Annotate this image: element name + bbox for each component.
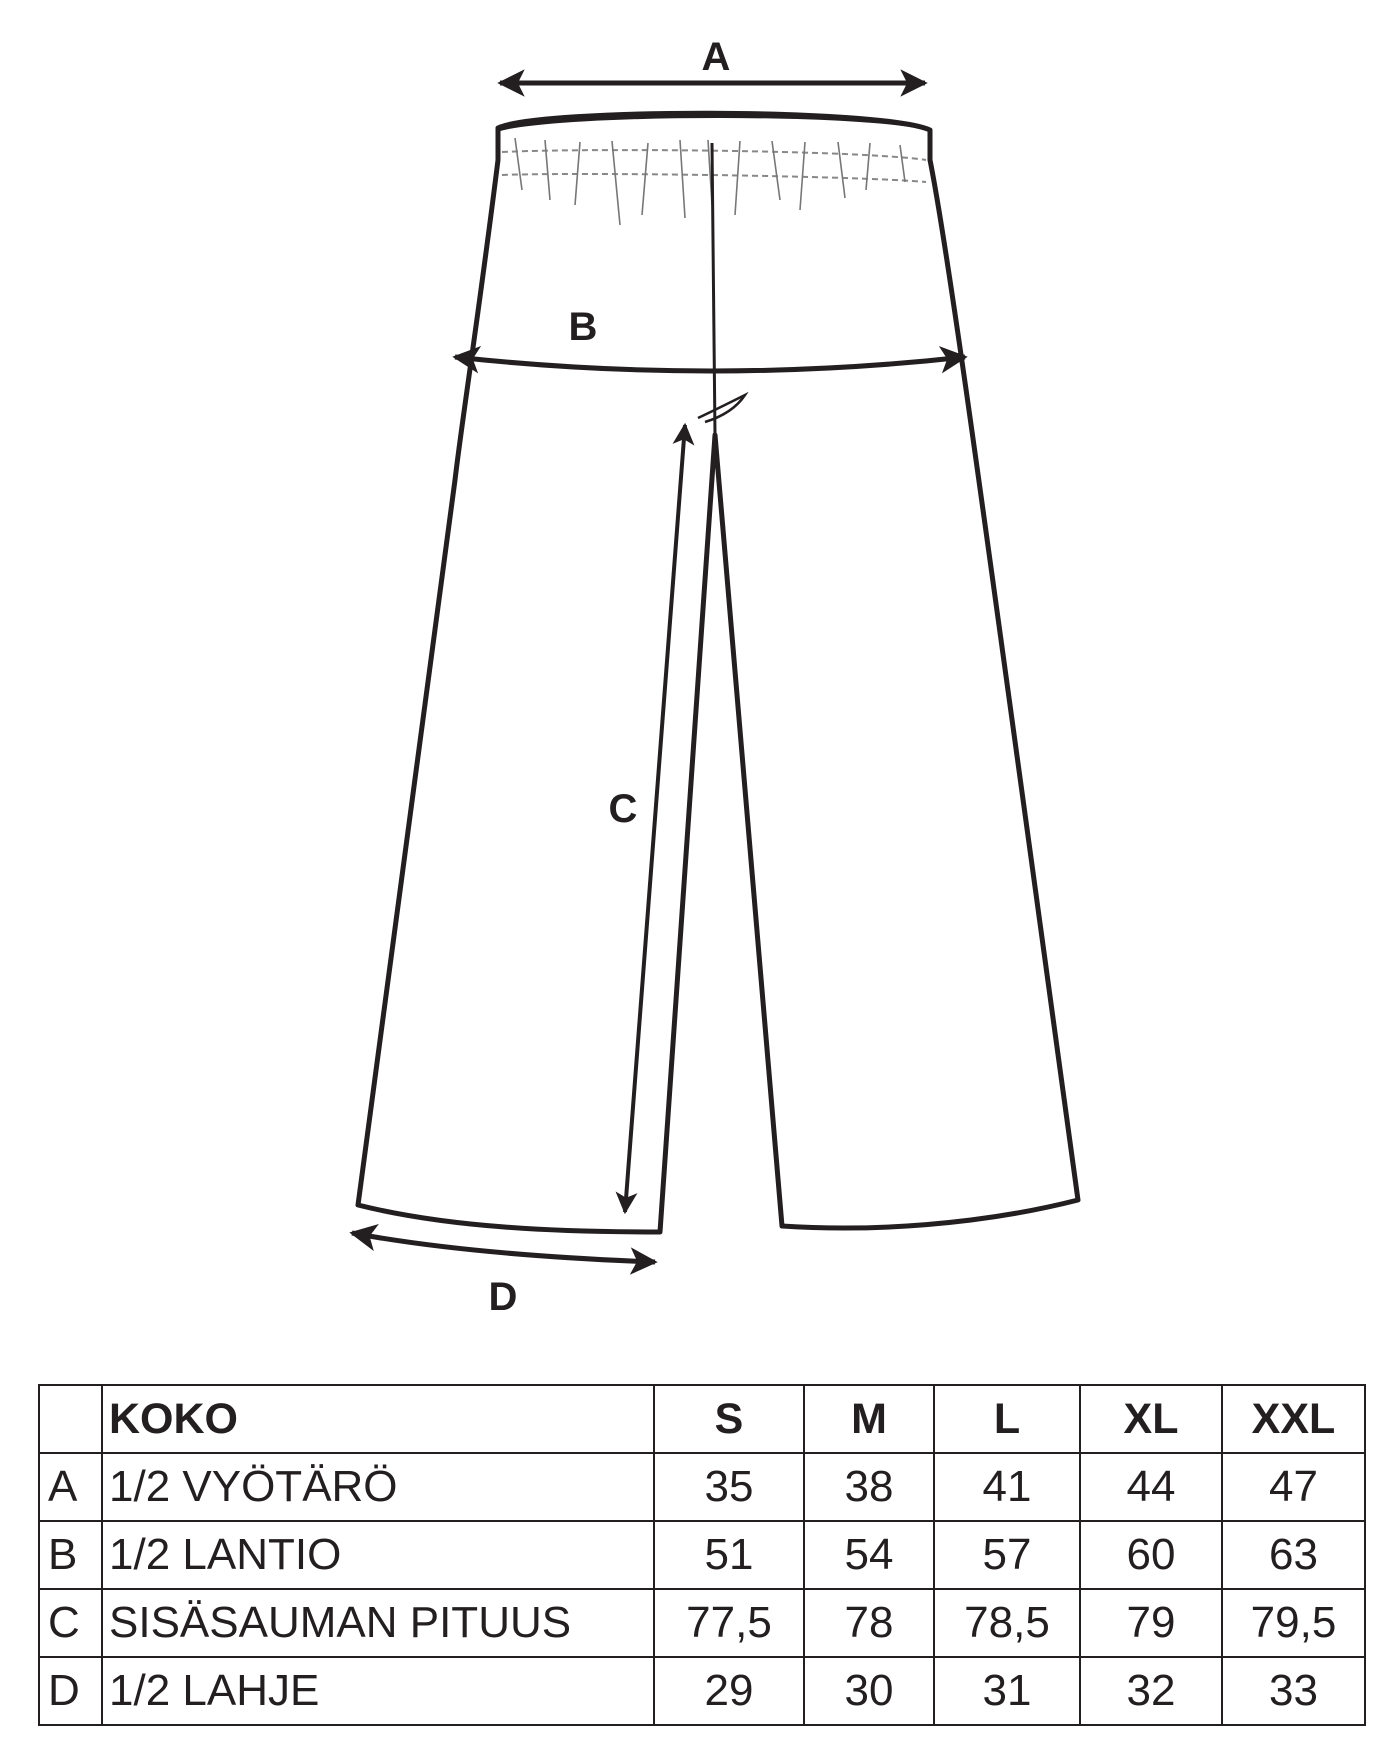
pants-measurement-diagram: A B C D [349, 35, 1081, 1319]
cell-value: 78 [803, 1588, 935, 1658]
size-header-m: M [803, 1384, 935, 1454]
table-row: A 1/2 VYÖTÄRÖ 35 38 41 44 47 [38, 1452, 1366, 1522]
cell-value: 41 [933, 1452, 1081, 1522]
row-label: 1/2 VYÖTÄRÖ [101, 1452, 655, 1522]
cell-value: 29 [653, 1656, 805, 1726]
size-header-s: S [653, 1384, 805, 1454]
measure-d-arrow [349, 1224, 658, 1275]
cell-value: 35 [653, 1452, 805, 1522]
row-label: SISÄSAUMAN PITUUS [101, 1588, 655, 1658]
size-header-l: L [933, 1384, 1081, 1454]
measure-c-arrow [615, 422, 695, 1215]
table-row: B 1/2 LANTIO 51 54 57 60 63 [38, 1520, 1366, 1590]
cell-value: 78,5 [933, 1588, 1081, 1658]
table-header-label: KOKO [101, 1384, 655, 1454]
cell-value: 60 [1079, 1520, 1223, 1590]
measure-a-label: A [702, 35, 731, 79]
cell-value: 79 [1079, 1588, 1223, 1658]
cell-value: 57 [933, 1520, 1081, 1590]
row-code: A [38, 1452, 103, 1522]
cell-value: 79,5 [1221, 1588, 1366, 1658]
row-code: D [38, 1656, 103, 1726]
table-row: D 1/2 LAHJE 29 30 31 32 33 [38, 1656, 1366, 1726]
cell-value: 38 [803, 1452, 935, 1522]
waistband-gathers [514, 137, 906, 226]
measure-b-label: B [569, 305, 598, 349]
measure-d-label: D [489, 1275, 518, 1319]
cell-value: 51 [653, 1520, 805, 1590]
cell-value: 77,5 [653, 1588, 805, 1658]
pants-outline [355, 110, 1081, 1235]
table-header-row: KOKO S M L XL XXL [38, 1384, 1366, 1454]
center-seam [710, 142, 717, 436]
cell-value: 47 [1221, 1452, 1366, 1522]
waistband-stitch-line [501, 149, 927, 161]
row-code: C [38, 1588, 103, 1658]
row-label: 1/2 LAHJE [101, 1656, 655, 1726]
cell-value: 30 [803, 1656, 935, 1726]
waistband-stitch-line [501, 172, 927, 183]
waistband-top-ellipse [497, 115, 931, 132]
measure-c-label: C [609, 787, 638, 831]
row-label: 1/2 LANTIO [101, 1520, 655, 1590]
size-chart-table: KOKO S M L XL XXL A 1/2 VYÖTÄRÖ 35 38 41… [38, 1384, 1366, 1726]
cell-value: 33 [1221, 1656, 1366, 1726]
cell-value: 54 [803, 1520, 935, 1590]
measure-b-arrow [452, 346, 968, 374]
cell-value: 44 [1079, 1452, 1223, 1522]
row-code: B [38, 1520, 103, 1590]
fly-stitch [697, 391, 749, 424]
cell-value: 63 [1221, 1520, 1366, 1590]
cell-value: 31 [933, 1656, 1081, 1726]
size-header-xl: XL [1079, 1384, 1223, 1454]
size-header-xxl: XXL [1221, 1384, 1366, 1454]
cell-value: 32 [1079, 1656, 1223, 1726]
table-row: C SISÄSAUMAN PITUUS 77,5 78 78,5 79 79,5 [38, 1588, 1366, 1658]
table-header-code-cell [38, 1384, 103, 1454]
